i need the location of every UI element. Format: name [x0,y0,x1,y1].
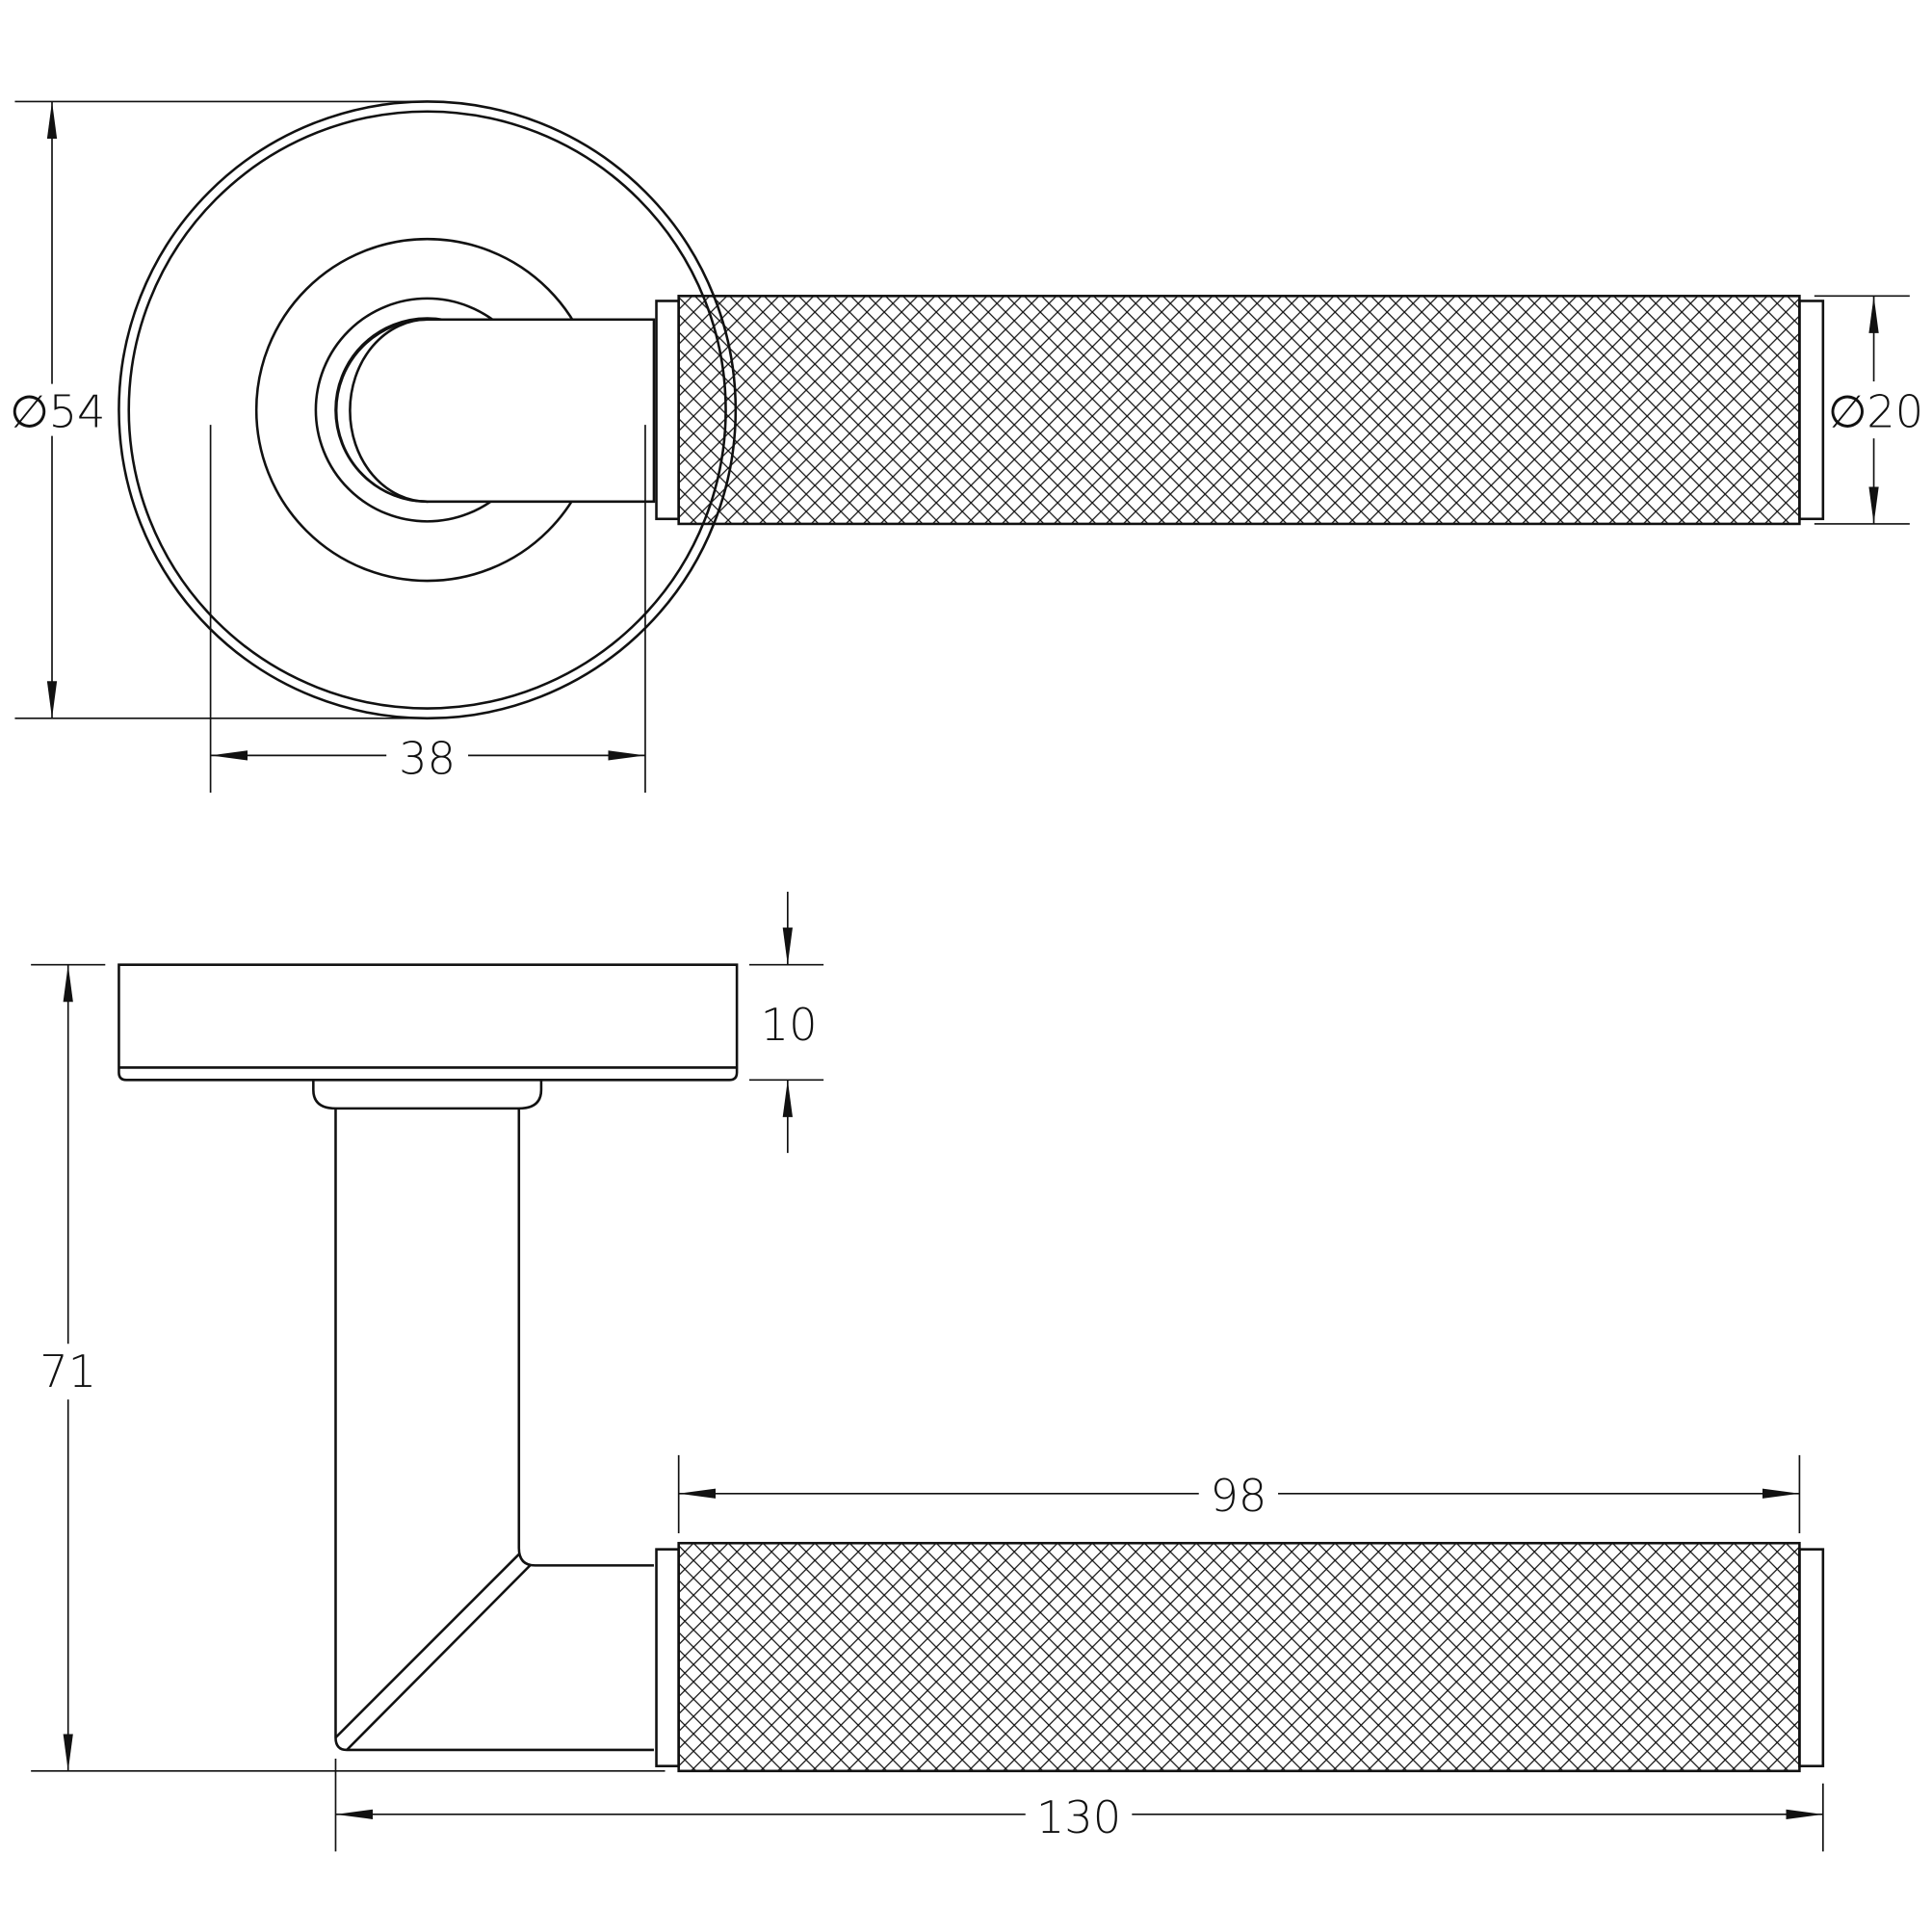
dimension-fixing-centres: 38 [209,425,646,793]
dimension-label-98: 98 [1210,1470,1266,1522]
knurled-grip-side [677,1541,1801,1773]
side-view [117,963,1825,1773]
lever-collar-left [655,1548,680,1767]
dimension-projection: 71 [31,963,666,1772]
dimension-label-10: 10 [761,999,818,1051]
dimension-label-20: ∅20 [1828,386,1923,438]
lever-end-cap-side [1798,1548,1825,1767]
dimension-label-38: 38 [399,733,456,785]
neck-curve [349,318,428,504]
rose-side [117,963,739,1082]
neck-collar [312,1080,543,1110]
dimension-label-71: 71 [39,1345,96,1397]
dimension-grip-length: 98 [677,1454,1801,1533]
dimension-label-130: 130 [1036,1791,1121,1843]
lever-collar-left [655,300,680,521]
stem-bevel [334,1553,532,1751]
dimension-rose-diameter: ∅54 [10,100,428,719]
dimension-lever-diameter: ∅20 [1814,295,1923,525]
lever-end-cap [1798,300,1825,521]
dimension-label-54: ∅54 [10,386,105,438]
lever-neck [334,318,656,504]
knurled-grip [677,295,1801,526]
lever-stem-inner [517,1108,654,1567]
dimension-rose-thickness: 10 [748,891,824,1154]
front-view [117,100,1825,720]
lever-stem [334,1108,654,1752]
dimension-overall-length: 130 [334,1758,1824,1852]
